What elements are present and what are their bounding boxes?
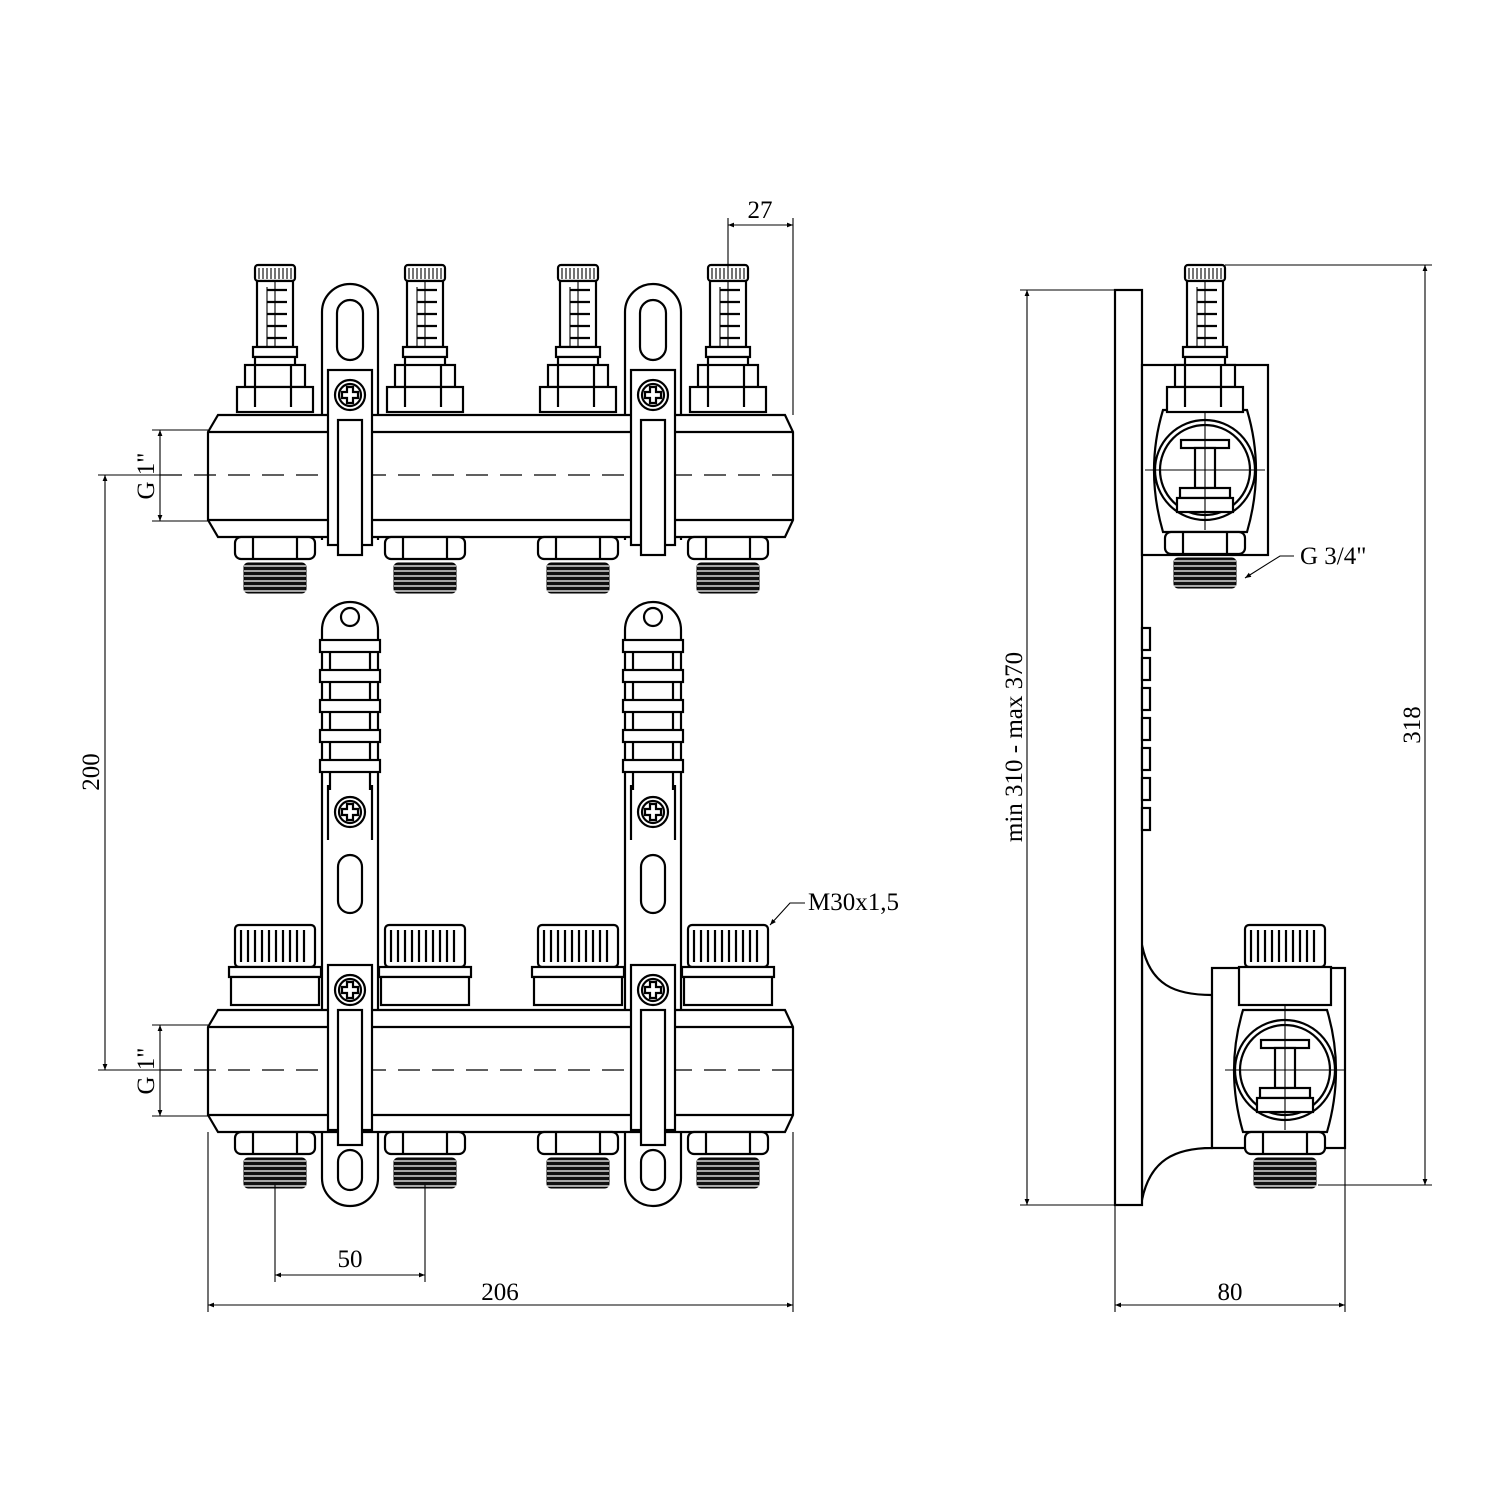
plate-bump [1140, 776, 1152, 802]
plate-bump [1140, 746, 1152, 772]
outlet-fitting [536, 535, 620, 594]
dim-min-max: min 310 - max 370 [1001, 652, 1028, 842]
screw-icon [636, 795, 670, 829]
bracket-clamp [629, 368, 677, 1147]
dim-200: 200 [78, 753, 105, 791]
bracket-slot [639, 853, 667, 915]
outlet-fitting [686, 535, 770, 594]
screw-icon [333, 795, 367, 829]
dim-g34: G 3/4" [1300, 543, 1366, 570]
side-valve [1140, 263, 1270, 589]
dim-50: 50 [338, 1246, 363, 1273]
plate-bump [1140, 626, 1152, 652]
bracket-clamps [326, 368, 677, 1147]
bracket-slot [639, 1148, 667, 1192]
side-view [1113, 263, 1347, 1207]
dim-206: 206 [481, 1279, 519, 1306]
bracket-clamp [326, 368, 374, 1147]
screw-icon [636, 973, 670, 1007]
dim-318: 318 [1399, 706, 1426, 744]
mounting-plate [1113, 288, 1144, 1207]
flowmeter [538, 263, 618, 414]
valve-cap [377, 923, 473, 1007]
plate-bump [1140, 686, 1152, 712]
outlet-fitting [1243, 1130, 1327, 1189]
dim-m30: M30x1,5 [808, 889, 899, 916]
outlet-fitting [233, 535, 317, 594]
plate-bump [1140, 656, 1152, 682]
bracket-slot [336, 1148, 364, 1192]
flowmeter [1165, 263, 1245, 414]
plate-bump [1140, 806, 1152, 832]
plate-bumps [1140, 626, 1152, 832]
outlet-fitting [536, 1130, 620, 1189]
dim-g1-bottom: G 1" [133, 1047, 160, 1094]
dim-g1-top: G 1" [133, 452, 160, 499]
lower-body-profile [1140, 944, 1214, 1201]
valve-cap [680, 923, 776, 1007]
screw-icon [333, 378, 367, 412]
valve-cap [227, 923, 323, 1007]
plate-bump [1140, 716, 1152, 742]
outlet-fitting [383, 1130, 467, 1189]
side-valve [1210, 923, 1347, 1189]
screw-icon [636, 378, 670, 412]
outlet-fitting [686, 1130, 770, 1189]
front-view [160, 263, 800, 1208]
valve-cap [530, 923, 626, 1007]
outlet-fitting [383, 535, 467, 594]
outlet-fitting [1163, 530, 1247, 589]
top-manifold-bar [160, 413, 800, 539]
dim-80: 80 [1218, 1279, 1243, 1306]
valve-caps [227, 923, 776, 1007]
bracket-slot [336, 853, 364, 915]
flowmeter [235, 263, 315, 414]
flowmeter [385, 263, 465, 414]
dimension-lines [98, 218, 1432, 1312]
dimension-labels: 27 G 1" 200 G 1" 50 206 M30x1,5 min 310 … [78, 197, 1426, 1306]
flowmeters [235, 263, 768, 414]
screw-icon [333, 973, 367, 1007]
outlet-fitting [233, 1130, 317, 1189]
bracket-slot [335, 298, 365, 362]
flowmeter [688, 263, 768, 414]
dim-27: 27 [748, 197, 773, 224]
bracket-slot [638, 298, 668, 362]
outlet-fittings [233, 535, 770, 1189]
side-valves [1140, 263, 1347, 1189]
bottom-manifold-bar [160, 1008, 800, 1134]
